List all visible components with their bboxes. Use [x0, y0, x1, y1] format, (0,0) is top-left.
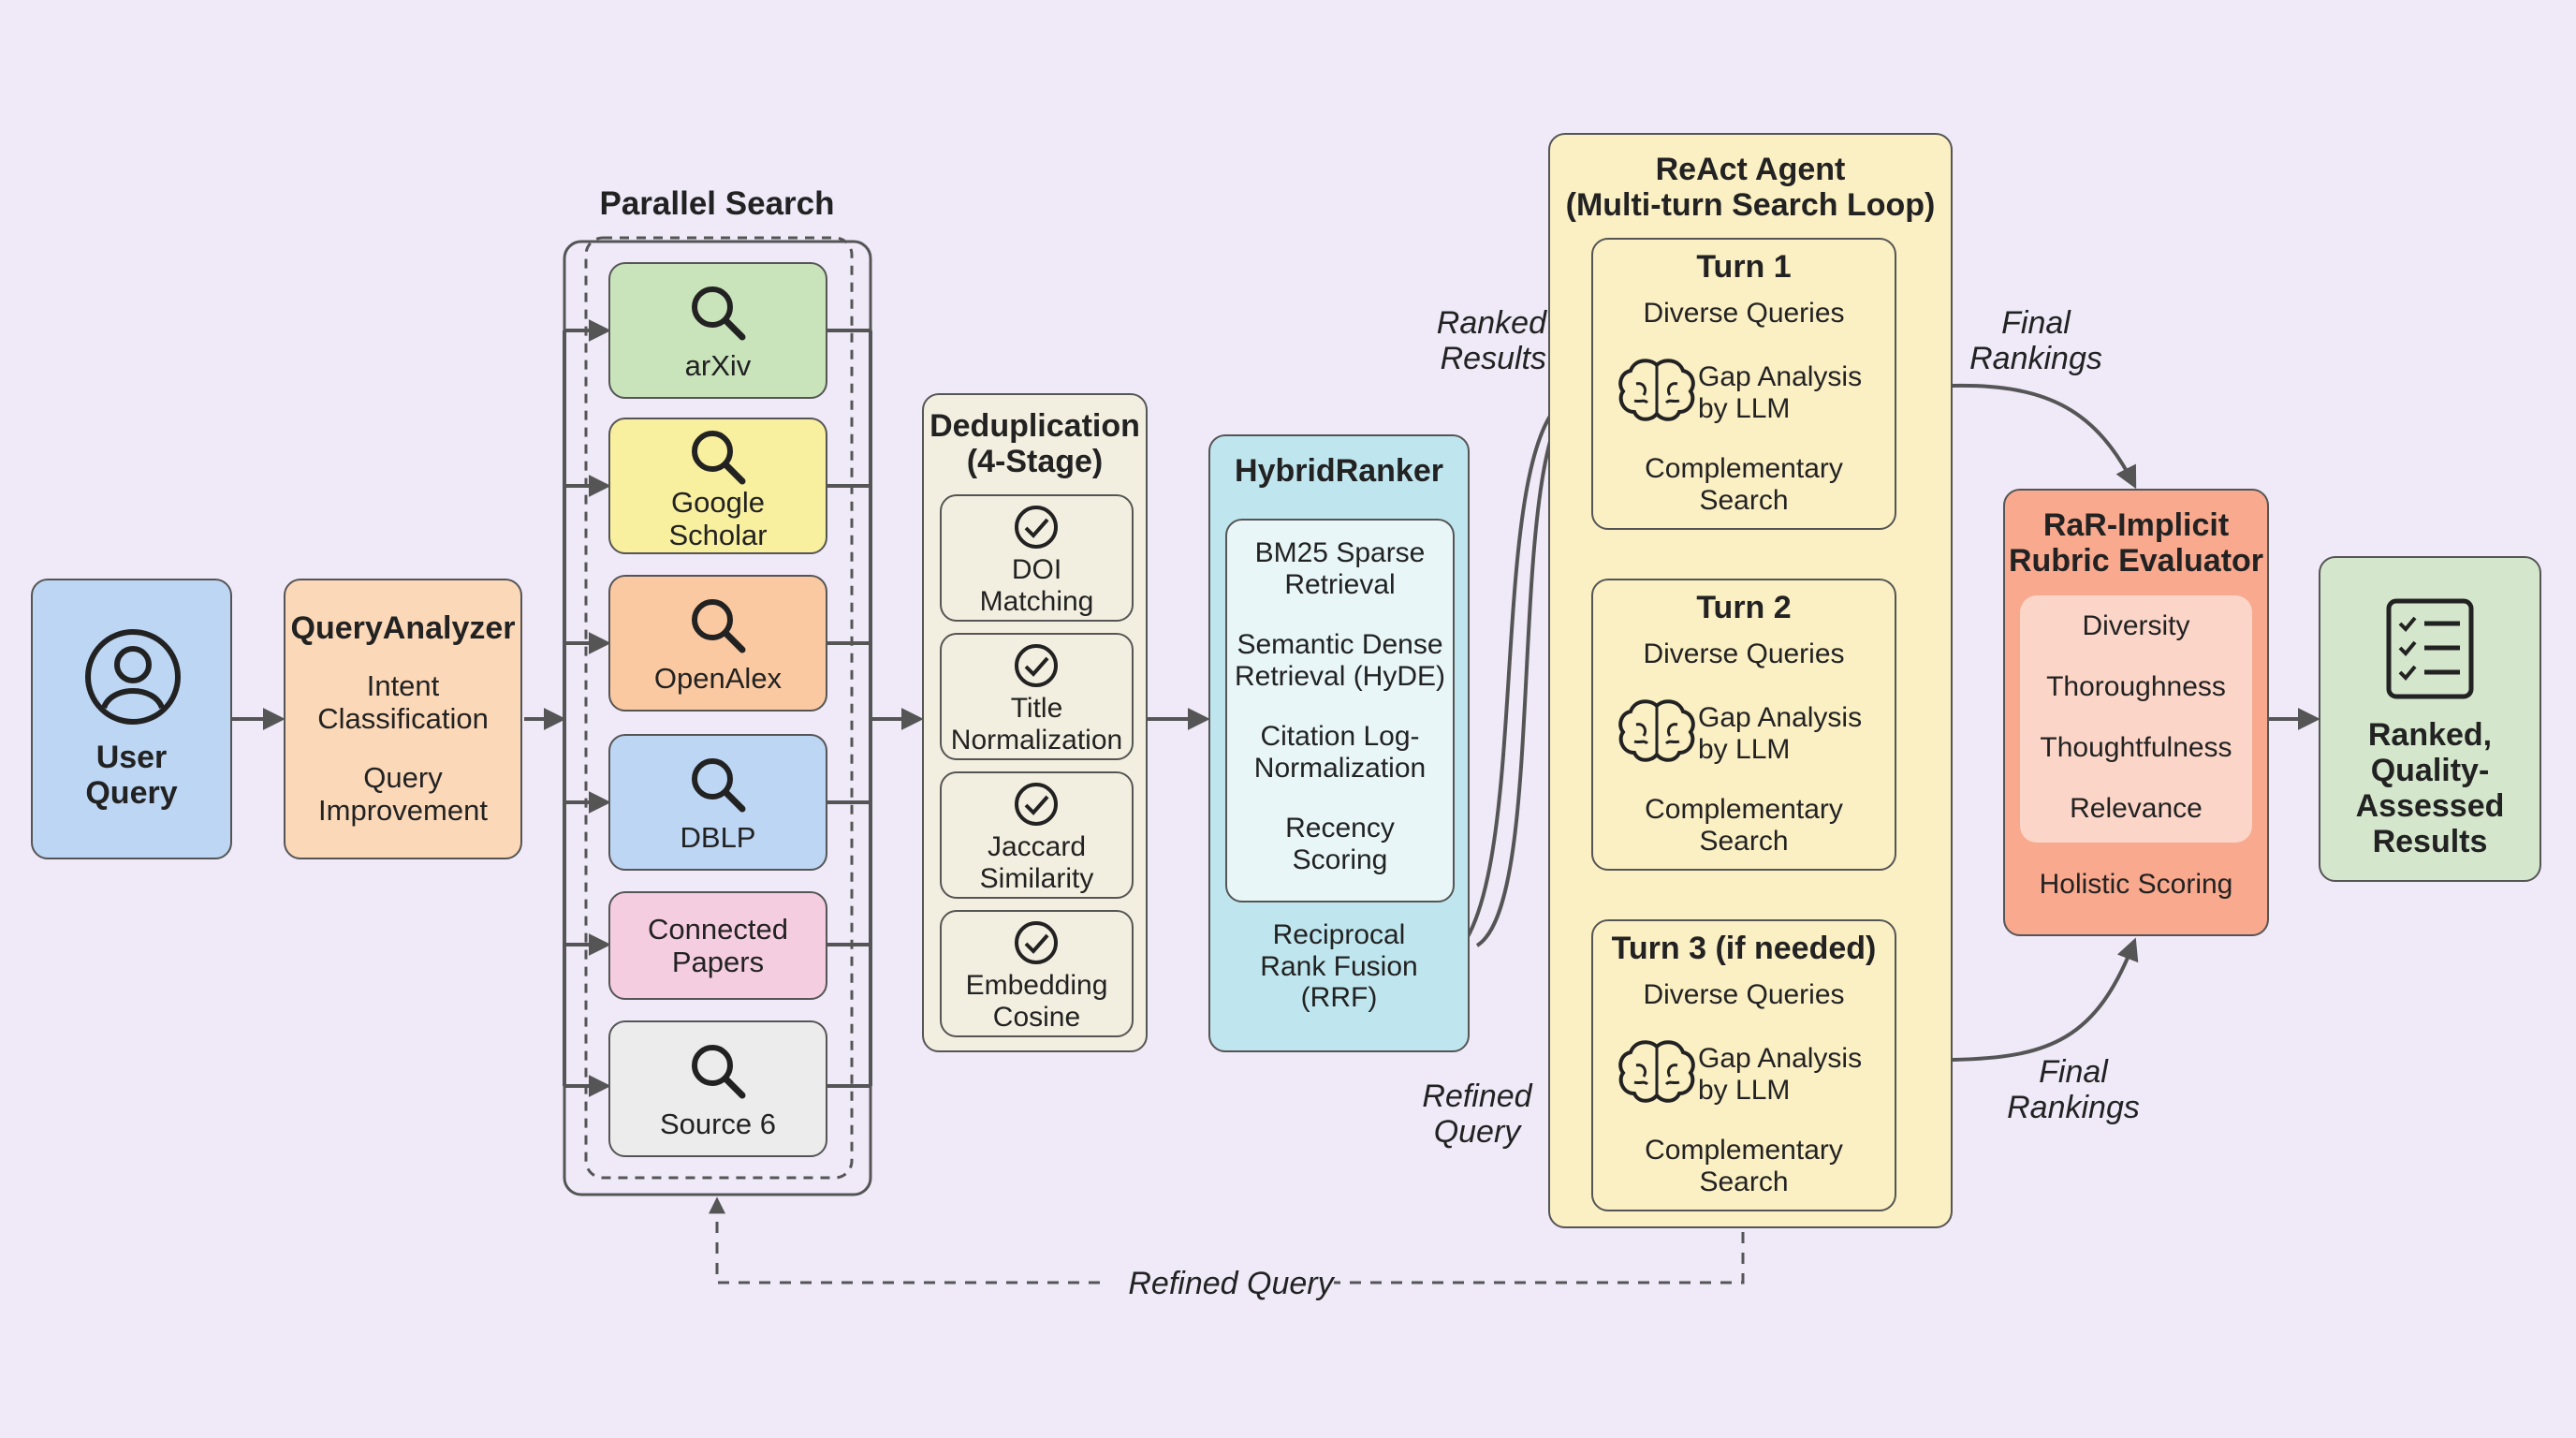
turn-queries: Diverse Queries: [1643, 979, 1845, 1010]
turn-title: Turn 2: [1696, 590, 1792, 625]
edge-label-ranked-results: Ranked Results: [1436, 305, 1546, 377]
search-icon: [692, 758, 746, 813]
criterion-relevance: Relevance: [2070, 793, 2203, 824]
deduplication-node: Deduplication (4-Stage) DOI Matching Tit…: [922, 393, 1148, 1052]
dedup-stage-embedding: Embedding Cosine: [940, 910, 1134, 1037]
parallel-search-title: Parallel Search: [599, 185, 835, 222]
turn-gap-analysis: Gap Analysis by LLM: [1698, 1043, 1863, 1106]
query-analyzer-title: QueryAnalyzer: [290, 610, 516, 646]
source-google-scholar: Google Scholar: [608, 418, 827, 554]
criterion-thoughtfulness: Thoughtfulness: [2040, 732, 2232, 763]
arrow-final-rankings-top: [1952, 383, 2137, 490]
source-label: Google Scholar: [668, 486, 768, 551]
turn-2: Turn 2 Diverse Queries Gap Analysis by L…: [1591, 579, 1896, 871]
hybrid-ranker-node: HybridRanker BM25 Sparse Retrieval Seman…: [1208, 434, 1470, 1052]
dedup-stage-label: Title Normalization: [950, 693, 1123, 756]
brain-icon: [1618, 359, 1695, 421]
criterion-thoroughness: Thoroughness: [2046, 671, 2226, 702]
source-label: Source 6: [659, 1108, 777, 1140]
dedup-stage-label: Jaccard Similarity: [979, 831, 1094, 894]
evaluator-title: RaR-Implicit Rubric Evaluator: [2008, 507, 2264, 580]
edge-label-final-rankings-bottom: Final Rankings: [2007, 1054, 2140, 1126]
search-icon: [692, 286, 746, 341]
intent-classification-label: Intent Classification: [317, 669, 489, 735]
user-query-node: User Query: [31, 579, 232, 859]
evaluator-criteria-group: Diversity Thoroughness Thoughtfulness Re…: [2020, 595, 2252, 843]
source-6: Source 6: [608, 1020, 827, 1157]
arrow-final-rankings-bottom: [1952, 937, 2139, 1062]
criterion-diversity: Diversity: [2082, 610, 2190, 641]
deduplication-title: Deduplication (4-Stage): [929, 408, 1140, 480]
dedup-stage-doi: DOI Matching: [940, 494, 1134, 622]
parallel-search-outer: [563, 240, 872, 1196]
turn-queries: Diverse Queries: [1643, 638, 1845, 669]
arrow-refined-query-back: [1431, 391, 1575, 973]
turn-3: Turn 3 (if needed) Diverse Queries Gap A…: [1591, 919, 1896, 1211]
query-analyzer-node: QueryAnalyzer Intent Classification Quer…: [284, 579, 522, 859]
search-icon: [692, 599, 746, 653]
hybrid-ranker-title: HybridRanker: [1235, 453, 1443, 489]
edge-label-final-rankings-top: Final Rankings: [1969, 305, 2102, 377]
parallel-search-dashed: [584, 236, 854, 1180]
check-circle-icon: [1015, 506, 1058, 549]
check-circle-icon: [1015, 644, 1058, 687]
source-openalex: OpenAlex: [608, 575, 827, 712]
ranker-fusion-label: Reciprocal Rank Fusion (RRF): [1260, 919, 1418, 1014]
edge-label-refined-query-loop: Refined Query: [1128, 1266, 1334, 1301]
turn-1: Turn 1 Diverse Queries Gap Analysis by L…: [1591, 238, 1896, 530]
dedup-stage-title: Title Normalization: [940, 633, 1134, 760]
ranker-method-recency: Recency Scoring: [1285, 813, 1395, 875]
check-circle-icon: [1015, 783, 1058, 826]
ranker-method-dense: Semantic Dense Retrieval (HyDE): [1234, 629, 1446, 692]
source-arxiv: arXiv: [608, 262, 827, 399]
ranker-method-bm25: BM25 Sparse Retrieval: [1254, 537, 1426, 600]
brain-icon: [1618, 1040, 1695, 1103]
check-circle-icon: [1015, 921, 1058, 964]
checklist-icon: [2386, 598, 2474, 699]
output-node: Ranked, Quality- Assessed Results: [2319, 556, 2541, 882]
source-connected-papers: Connected Papers: [608, 891, 827, 1000]
turn-search: Complementary Search: [1645, 1135, 1843, 1197]
dedup-stage-jaccard: Jaccard Similarity: [940, 771, 1134, 899]
turn-queries: Diverse Queries: [1643, 298, 1845, 329]
turn-title: Turn 3 (if needed): [1611, 931, 1877, 966]
turn-title: Turn 1: [1696, 249, 1792, 285]
source-dblp: DBLP: [608, 734, 827, 871]
brain-icon: [1618, 699, 1695, 762]
turn-gap-analysis: Gap Analysis by LLM: [1698, 361, 1863, 424]
edge-label-refined-query: Refined Query: [1422, 1078, 1532, 1151]
search-icon: [692, 1045, 746, 1099]
react-agent-node: ReAct Agent (Multi-turn Search Loop) Tur…: [1548, 133, 1953, 1228]
source-label: arXiv: [684, 349, 752, 382]
dedup-stage-label: DOI Matching: [979, 554, 1094, 617]
turn-search: Complementary Search: [1645, 453, 1843, 516]
user-icon: [85, 629, 181, 725]
user-query-label: User Query: [85, 740, 178, 812]
refined-query-loop: [717, 1200, 1745, 1284]
dedup-stage-label: Embedding Cosine: [965, 970, 1108, 1033]
query-improvement-label: Query Improvement: [318, 761, 488, 827]
search-icon: [692, 431, 746, 485]
output-label: Ranked, Quality- Assessed Results: [2355, 717, 2505, 860]
turn-search: Complementary Search: [1645, 794, 1843, 857]
source-label: Connected Papers: [648, 913, 788, 978]
source-label: OpenAlex: [653, 662, 783, 695]
evaluator-node: RaR-Implicit Rubric Evaluator Diversity …: [2003, 489, 2269, 936]
ranker-methods-group: BM25 Sparse Retrieval Semantic Dense Ret…: [1225, 519, 1455, 902]
source-label: DBLP: [680, 821, 756, 854]
ranker-method-citation: Citation Log- Normalization: [1253, 721, 1427, 784]
turn-gap-analysis: Gap Analysis by LLM: [1698, 702, 1863, 765]
react-agent-title: ReAct Agent (Multi-turn Search Loop): [1565, 152, 1936, 224]
evaluator-footer: Holistic Scoring: [2039, 869, 2233, 900]
